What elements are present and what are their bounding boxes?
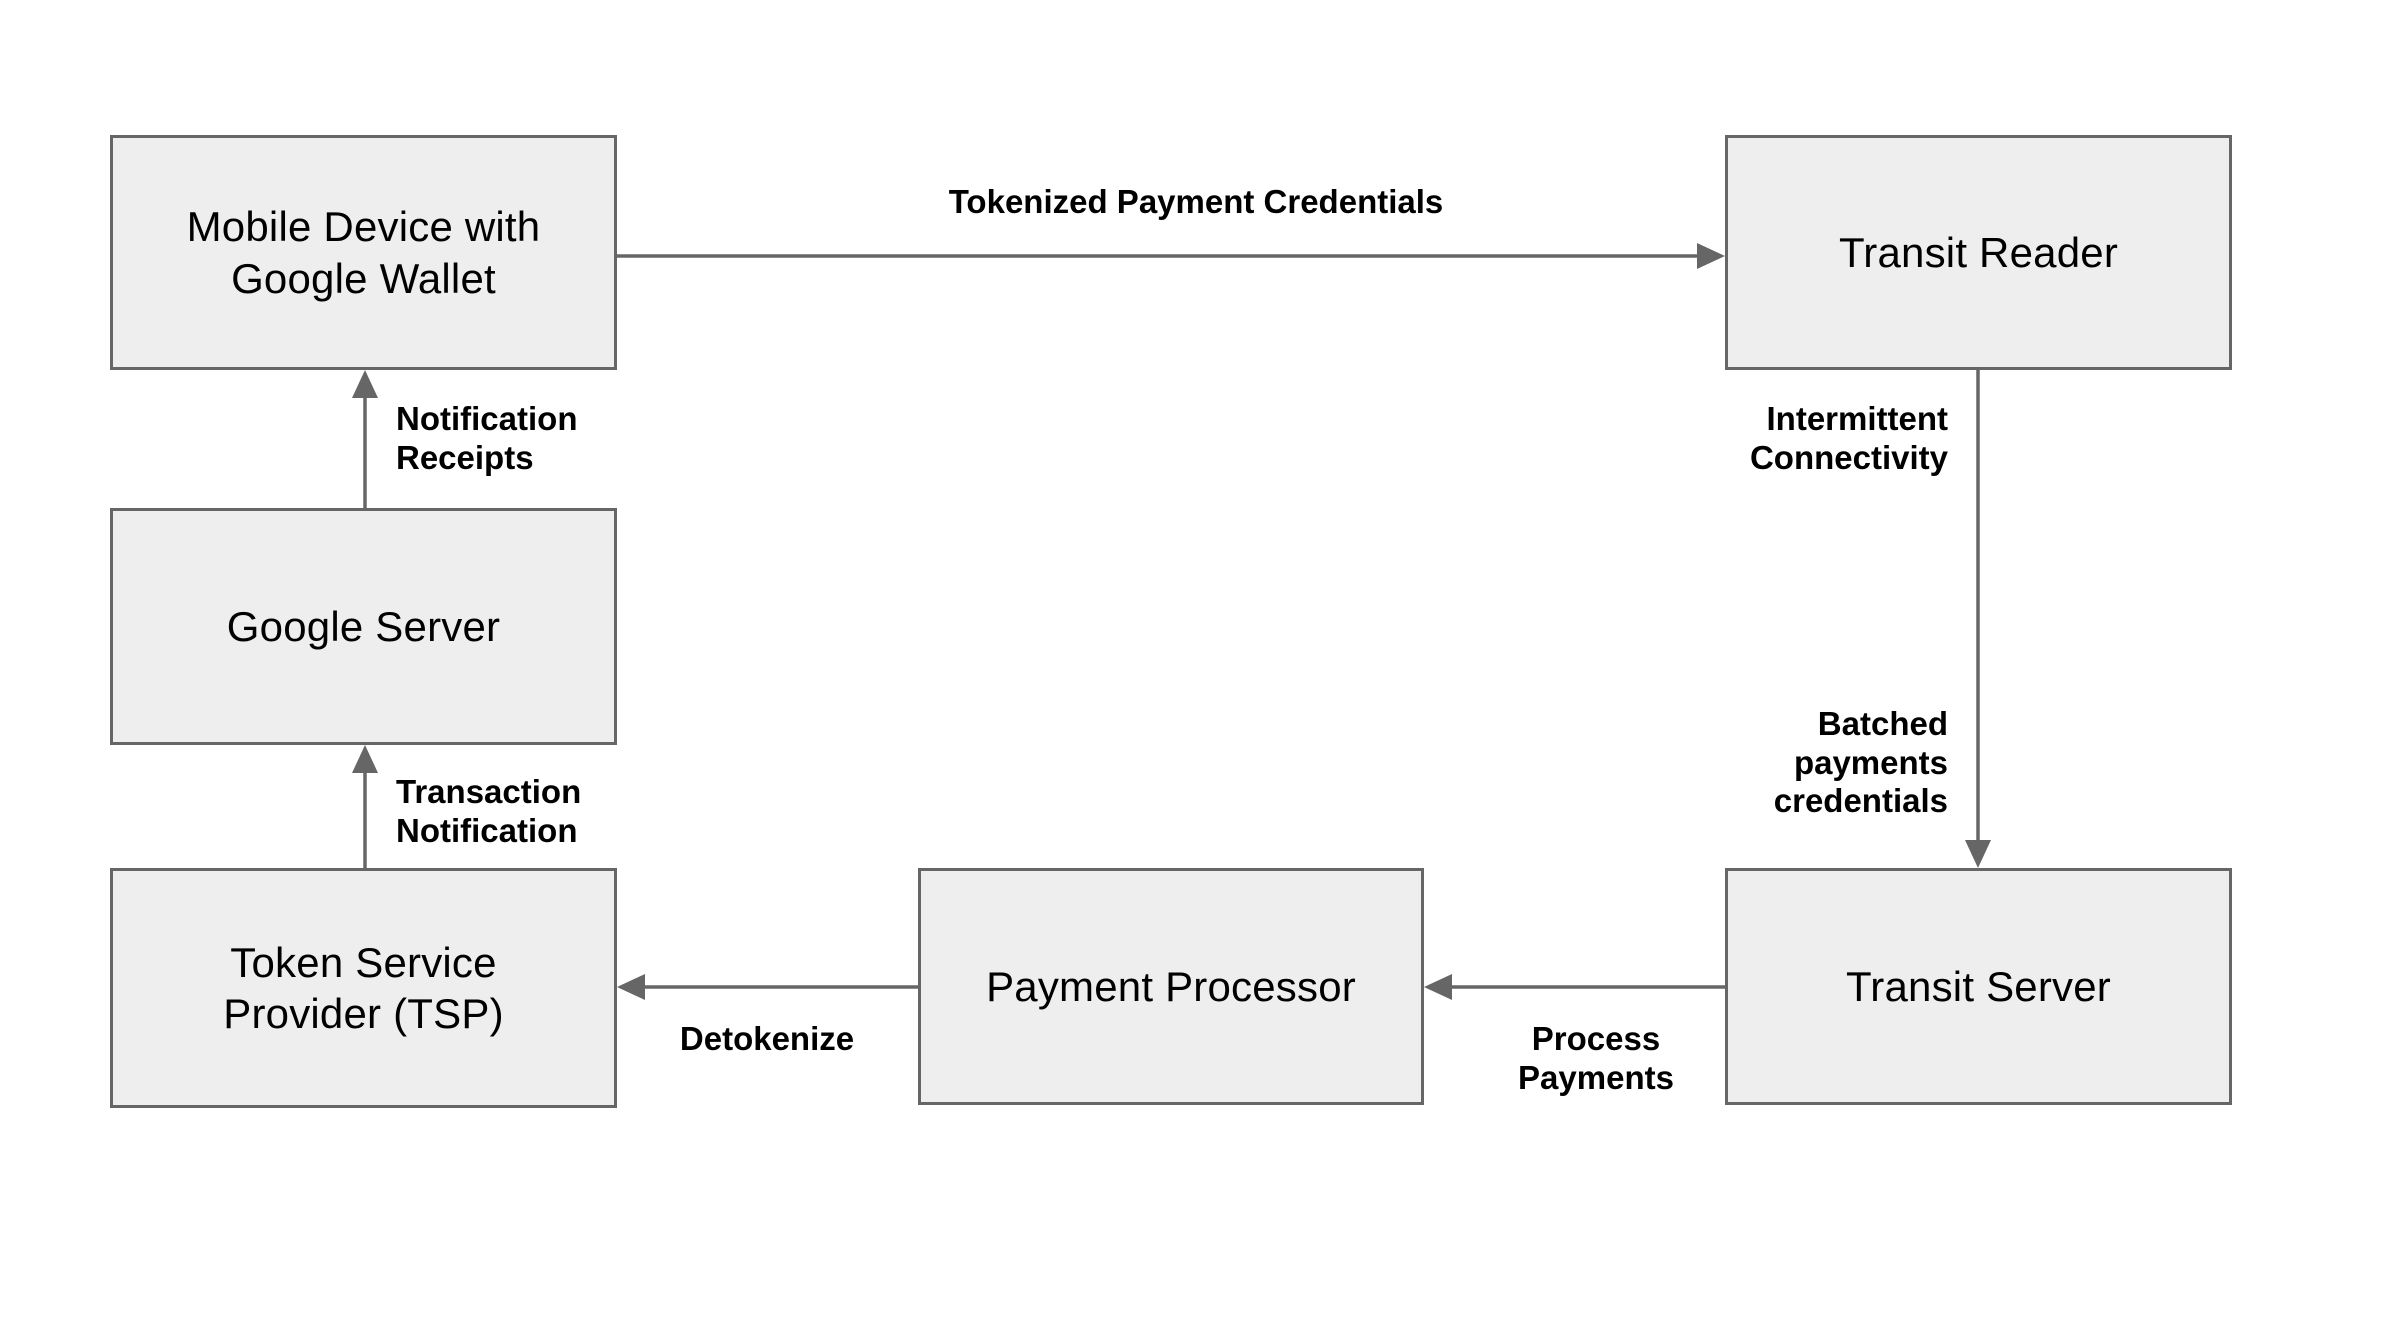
node-payment-processor[interactable]: Payment Processor — [918, 868, 1424, 1105]
edge-transit-reader-to-transit-server — [1965, 370, 1991, 868]
node-transit-reader-label: Transit Reader — [1838, 228, 2119, 276]
edge-label-process-payments: Process Payments — [1518, 1020, 1674, 1096]
node-google-server[interactable]: Google Server — [110, 508, 617, 745]
edge-label-detokenize: Detokenize — [679, 1020, 855, 1057]
edge-process-payments — [1424, 974, 1725, 1000]
edge-notification-receipts — [352, 370, 378, 508]
edge-tokenized-payment-credentials — [617, 243, 1725, 269]
node-transit-server[interactable]: Transit Server — [1725, 868, 2232, 1105]
edge-label-notification-receipts: Notification Receipts — [396, 400, 578, 476]
node-transit-reader[interactable]: Transit Reader — [1725, 135, 2232, 370]
edge-detokenize — [617, 974, 918, 1000]
edge-label-batched-payments-credentials: Batched payments credentials — [1773, 705, 1948, 820]
node-google-server-label: Google Server — [226, 602, 501, 650]
node-token-service-provider[interactable]: Token Service Provider (TSP) — [110, 868, 617, 1108]
node-mobile-device[interactable]: Mobile Device with Google Wallet — [110, 135, 617, 370]
edge-transaction-notification — [352, 745, 378, 868]
node-mobile-device-label: Mobile Device with Google Wallet — [186, 203, 541, 302]
edge-label-intermittent-connectivity: Intermittent Connectivity — [1749, 400, 1948, 476]
node-transit-server-label: Transit Server — [1846, 962, 2111, 1010]
edge-label-transaction-notification: Transaction Notification — [396, 773, 582, 849]
edge-label-tokenized-payment-credentials: Tokenized Payment Credentials — [948, 183, 1444, 220]
node-token-service-provider-label: Token Service Provider (TSP) — [223, 938, 504, 1037]
node-payment-processor-label: Payment Processor — [986, 962, 1356, 1010]
